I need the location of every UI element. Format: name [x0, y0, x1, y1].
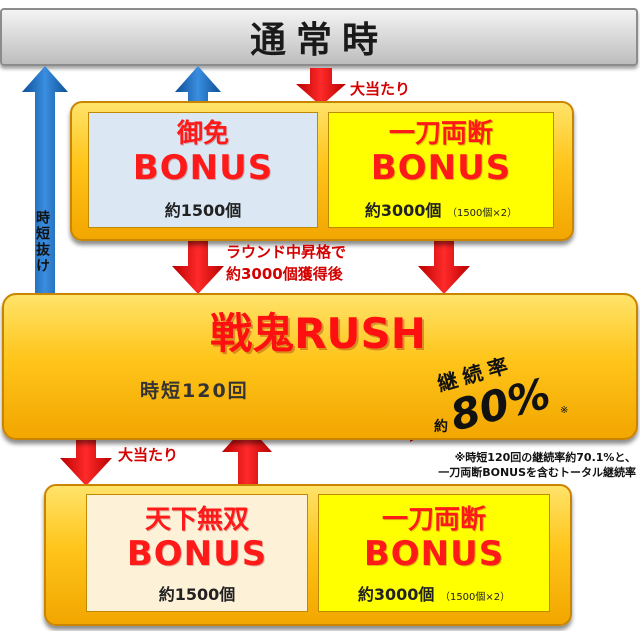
jackpot-down-arrow-top: [296, 68, 346, 106]
itto-bonus-count-top: 約3000個: [364, 201, 442, 220]
continuation-rate-mark: ※: [560, 405, 569, 416]
gomen-bonus-box: 御免 BONUS 約1500個: [88, 112, 318, 228]
gomen-bonus-word: BONUS: [132, 148, 274, 188]
itto-bonus-note-top: （1500個×2）: [446, 208, 518, 219]
after-acquire-label: 約3000個獲得後: [226, 265, 343, 283]
continuation-rate-prefix: 約: [434, 419, 448, 435]
tenka-bonus-box: 天下無双 BONUS 約1500個: [86, 494, 308, 612]
round-promotion-label: ラウンド中昇格で: [226, 243, 347, 261]
rush-jitan-count: 時短120回: [140, 380, 249, 402]
itto-bonus-name-top: 一刀両断: [388, 119, 493, 149]
gomen-return-up-arrow: [175, 66, 221, 112]
gomen-to-rush-arrow: [172, 236, 224, 294]
gomen-bonus-count: 約1500個: [164, 201, 242, 220]
tenka-bonus-word: BONUS: [126, 534, 268, 574]
itto-bonus-count-bottom: 約3000個: [357, 585, 435, 604]
itto-to-rush-arrow: [418, 236, 470, 294]
itto-bonus-word-bottom: BONUS: [363, 534, 505, 574]
itto-bonus-note-bottom: （1500個×2）: [439, 592, 511, 603]
itto-bonus-name-bottom: 一刀両断: [381, 505, 486, 535]
normal-mode-title: 通常時: [249, 20, 388, 61]
itto-bonus-word-top: BONUS: [370, 148, 512, 188]
rush-panel: [2, 293, 638, 440]
continuation-rate-note: ※時短120回の継続率約70.1%と、 一刀両断BONUSを含むトータル継続率: [384, 450, 636, 480]
rate-note-line1: ※時短120回の継続率約70.1%と、: [454, 451, 636, 464]
rate-note-line2: 一刀両断BONUSを含むトータル継続率: [438, 466, 636, 479]
jitan-exit-up-arrow: [22, 66, 68, 294]
jackpot-label-bottom: 大当たり: [118, 446, 179, 464]
rush-jackpot-down-arrow: [60, 430, 112, 486]
gomen-bonus-name: 御免: [176, 119, 229, 149]
normal-mode-banner: 通常時: [0, 8, 638, 66]
jackpot-label-top: 大当たり: [350, 80, 411, 98]
tenka-bonus-name: 天下無双: [144, 505, 249, 535]
tenka-bonus-count: 約1500個: [158, 585, 236, 604]
itto-bonus-box-bottom: 一刀両断 BONUS 約3000個 （1500個×2）: [318, 494, 550, 612]
jitan-exit-label: 時短抜け: [34, 210, 50, 274]
itto-bonus-box-top: 一刀両断 BONUS 約3000個 （1500個×2）: [328, 112, 554, 228]
rush-title: 戦鬼RUSH: [210, 309, 426, 358]
